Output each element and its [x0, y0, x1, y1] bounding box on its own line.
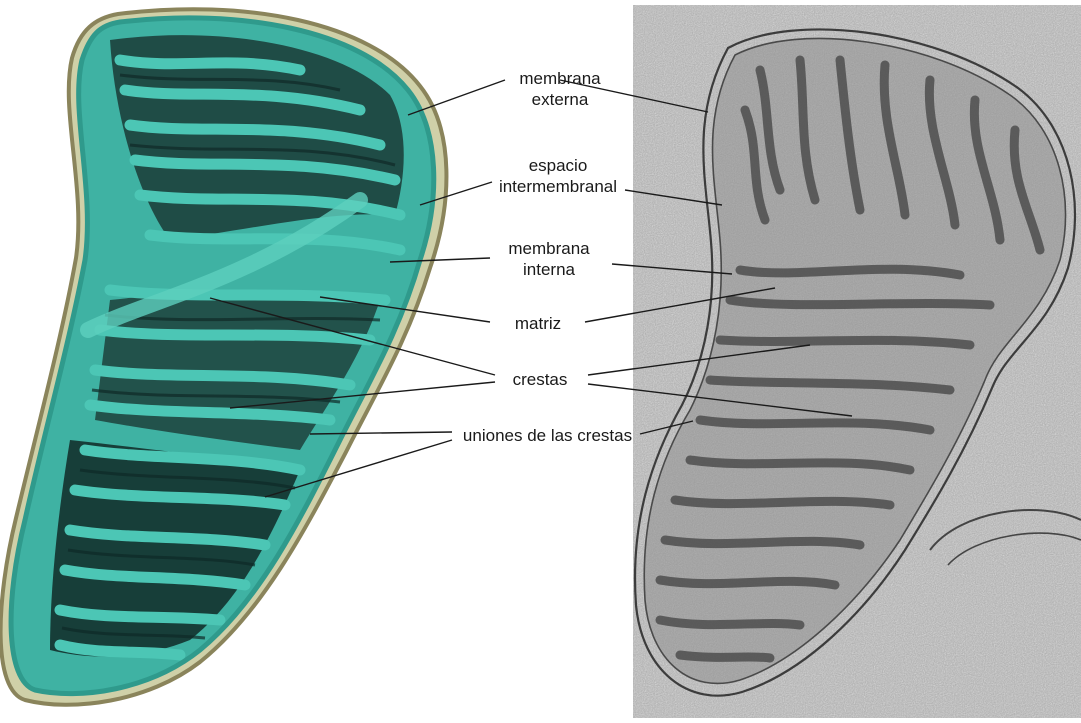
label-inner-membrane: membrana interna	[490, 238, 608, 280]
label-outer-membrane: membrana externa	[500, 68, 620, 110]
reconstruction-panel	[1, 9, 447, 705]
tomogram-panel	[633, 5, 1081, 718]
label-cristae: crestas	[494, 369, 586, 390]
label-matrix: matriz	[492, 313, 584, 334]
label-intermembrane-space: espacio intermembranal	[488, 155, 628, 197]
label-crista-junctions: uniones de las crestas	[455, 425, 640, 446]
